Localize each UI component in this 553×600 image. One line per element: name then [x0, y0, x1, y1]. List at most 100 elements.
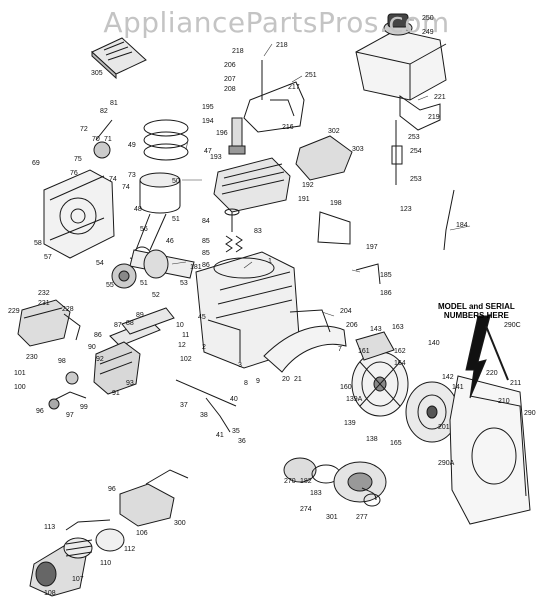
part-label: 3	[238, 362, 242, 369]
part-label: 76	[70, 170, 78, 177]
part-label: 50	[172, 178, 180, 185]
part-label: 232	[38, 290, 50, 297]
part-label: 53	[180, 280, 188, 287]
part-label: 143	[370, 326, 382, 333]
part-label: 93	[126, 380, 134, 387]
muffler-bracket-part	[355, 263, 381, 285]
part-label: 108	[44, 590, 56, 597]
piston-rings-part	[143, 119, 189, 161]
part-label: 253	[410, 176, 422, 183]
part-label: 303	[352, 146, 364, 153]
notice-arrow	[465, 315, 509, 399]
part-label: 107	[72, 576, 84, 583]
part-label: 249	[422, 29, 434, 36]
air-cleaner-bracket-part	[63, 313, 81, 341]
cam-gear-part	[111, 263, 137, 289]
part-label: 201	[438, 424, 450, 431]
ignition-coil-part	[355, 331, 395, 361]
part-label: 220	[486, 370, 498, 377]
part-label: 250	[422, 15, 434, 22]
part-label: 204	[340, 308, 352, 315]
part-label: 56	[140, 226, 148, 233]
part-label: 219	[428, 114, 440, 121]
part-label: 208	[224, 86, 236, 93]
part-label: 97	[66, 412, 74, 419]
part-label: 40	[230, 396, 238, 403]
fuel-tank-part	[355, 13, 447, 101]
part-label: 83	[254, 228, 262, 235]
carburetor-body-part	[93, 341, 141, 395]
part-label: 196	[216, 130, 228, 137]
part-label: 290A	[438, 460, 455, 467]
part-label: 48	[134, 206, 142, 213]
part-label: 84	[202, 218, 210, 225]
notice-line-2: NUMBERS HERE	[443, 311, 509, 320]
throttle-linkage-part	[49, 391, 87, 403]
part-label: 72	[80, 126, 88, 133]
part-label: 182	[300, 478, 312, 485]
part-label: 36	[238, 438, 246, 445]
part-label: 228	[62, 306, 74, 313]
tank-bracket-part	[399, 95, 441, 131]
part-label: 181	[190, 264, 202, 271]
part-label: 231	[38, 300, 50, 307]
part-label: 9	[256, 378, 260, 385]
part-label: 113	[44, 524, 56, 531]
part-label: 140	[428, 340, 440, 347]
shroud-part	[317, 211, 351, 245]
part-label: 185	[380, 272, 392, 279]
part-label: 207	[224, 76, 236, 83]
carburetor-assembly-part	[119, 469, 189, 527]
crankshaft-part	[129, 249, 195, 279]
part-label: 86	[94, 332, 102, 339]
part-label: 35	[232, 428, 240, 435]
recoil-starter-part	[283, 457, 387, 503]
intake-gasket-part	[109, 307, 175, 347]
part-label: 10	[176, 322, 184, 329]
part-label: 191	[298, 196, 310, 203]
part-label: 195	[202, 104, 214, 111]
part-label: 253	[408, 134, 420, 141]
part-label: 85	[202, 250, 210, 257]
part-label: 254	[410, 148, 422, 155]
part-label: 141	[452, 384, 464, 391]
part-label: 183	[310, 490, 322, 497]
part-label: 86	[202, 262, 210, 269]
part-label: 300	[174, 520, 186, 527]
part-label: 21	[294, 376, 302, 383]
part-label: 74	[109, 176, 117, 183]
part-label: 55	[106, 282, 114, 289]
part-label: 38	[200, 412, 208, 419]
part-label: 73	[128, 172, 136, 179]
part-label: 301	[326, 514, 338, 521]
part-label: 106	[136, 530, 148, 537]
part-label: 98	[58, 358, 66, 365]
part-label: 51	[172, 216, 180, 223]
blower-housing-part	[449, 375, 531, 525]
throttle-cable-part	[443, 189, 455, 251]
part-label: 184	[456, 222, 468, 229]
part-label: 229	[8, 308, 20, 315]
part-label: 101	[14, 370, 26, 377]
part-label: 218	[276, 42, 288, 49]
part-label: 139	[344, 420, 356, 427]
part-label: 47	[204, 148, 212, 155]
part-label: 11	[182, 332, 190, 339]
part-label: 302	[328, 128, 340, 135]
part-label: 75	[74, 156, 82, 163]
part-label: 89	[136, 312, 144, 319]
fuel-hose-part	[65, 519, 111, 531]
part-label: 99	[80, 404, 88, 411]
part-label: 165	[390, 440, 402, 447]
part-label: 2	[202, 344, 206, 351]
part-label: 142	[442, 374, 454, 381]
part-label: 163	[392, 324, 404, 331]
part-label: 192	[302, 182, 314, 189]
part-label: 51	[140, 280, 148, 287]
fuel-filter-part	[391, 145, 403, 165]
valve-springs-part	[225, 235, 243, 253]
part-label: 96	[36, 408, 44, 415]
part-label: 58	[34, 240, 42, 247]
baffle-part	[289, 309, 331, 333]
